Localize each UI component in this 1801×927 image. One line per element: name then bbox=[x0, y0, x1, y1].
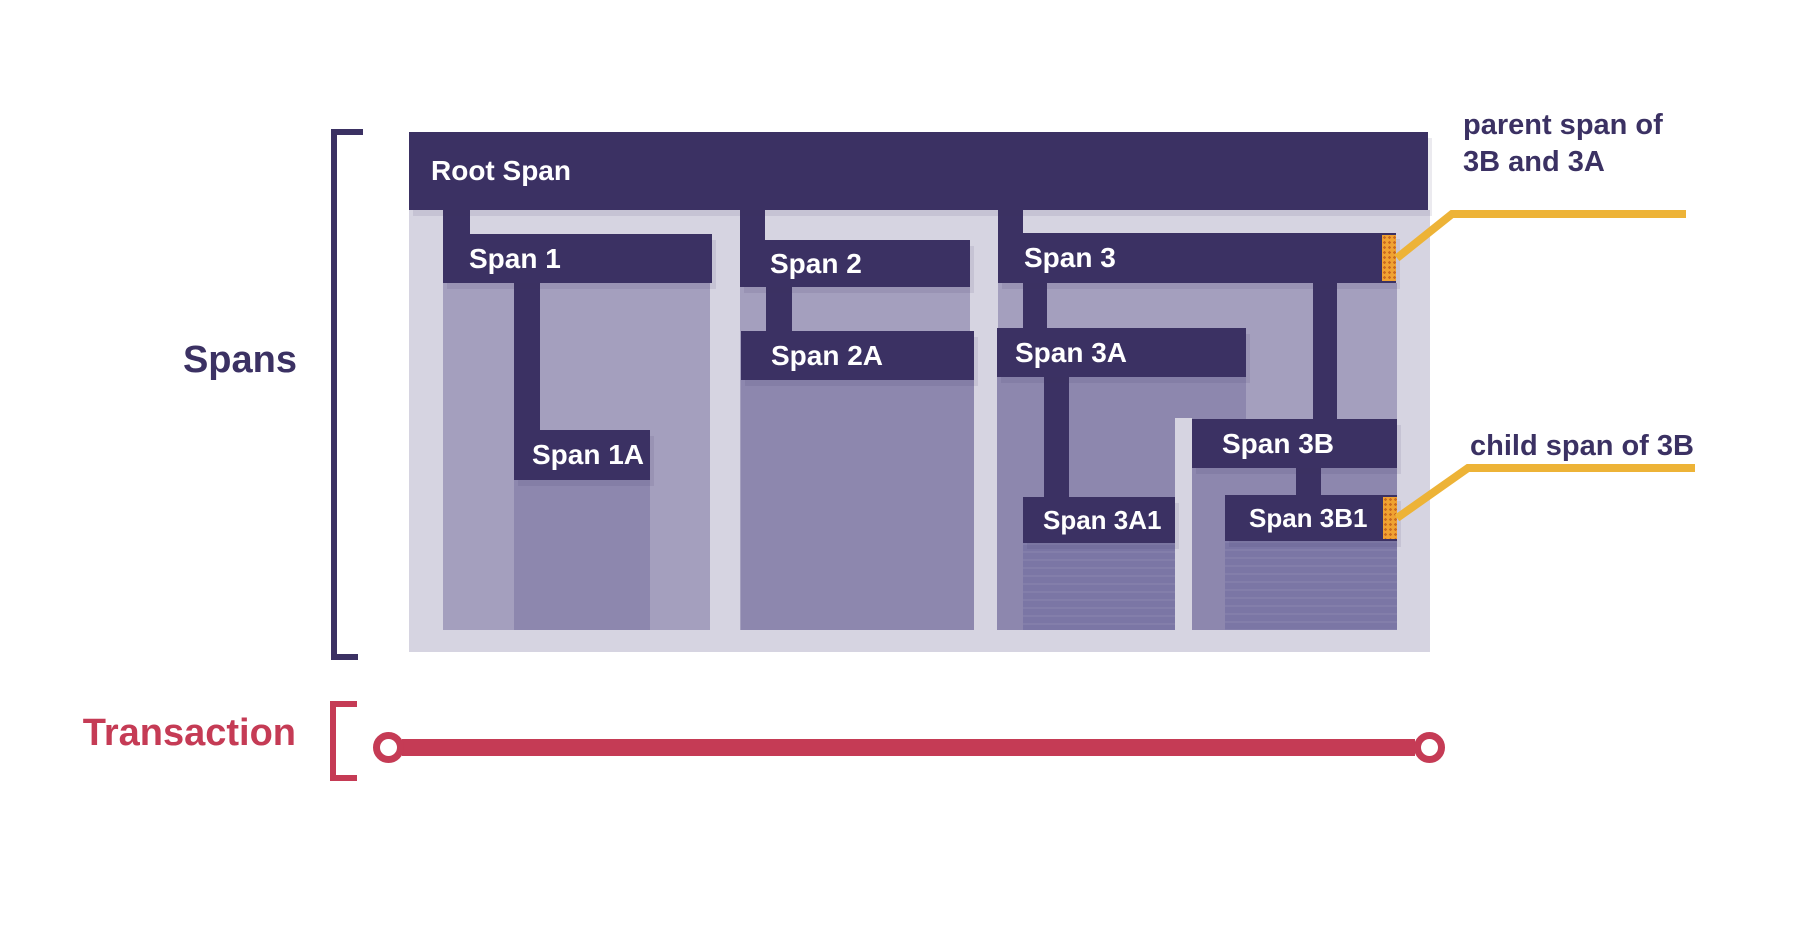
span1a-bar: Span 1A bbox=[514, 430, 650, 480]
transaction-bracket-bottom-tick bbox=[330, 775, 357, 781]
span3a-label: Span 3A bbox=[1015, 336, 1128, 368]
span1-label: Span 1 bbox=[469, 242, 561, 274]
transaction-label: Transaction bbox=[82, 712, 296, 754]
connector-span3-span3a bbox=[1023, 283, 1047, 330]
span2a-bar: Span 2A bbox=[741, 331, 974, 380]
spans-bracket-bottom-tick bbox=[331, 654, 358, 660]
span3b1-label: Span 3B1 bbox=[1249, 502, 1368, 533]
connector-span3b-span3b1 bbox=[1296, 468, 1321, 497]
root-span-label: Root Span bbox=[431, 155, 571, 186]
child-span-callout-line bbox=[1394, 464, 1695, 522]
span3a1-bar: Span 3A1 bbox=[1023, 497, 1175, 543]
span3-bar: Span 3 bbox=[998, 233, 1396, 283]
connector-span3a-span3a1 bbox=[1044, 377, 1069, 499]
root-span-bar: Root Span bbox=[409, 132, 1428, 210]
span1a-label: Span 1A bbox=[532, 439, 645, 470]
spans-bracket-top-tick bbox=[331, 129, 363, 135]
span2-bar: Span 2 bbox=[740, 240, 970, 287]
connector-span3-span3b bbox=[1313, 283, 1337, 421]
transaction-bracket-top-tick bbox=[330, 701, 357, 707]
span3-label: Span 3 bbox=[1024, 242, 1116, 273]
parent-span-callout-line bbox=[1394, 210, 1686, 262]
span3a-bar: Span 3A bbox=[997, 328, 1246, 377]
transaction-start-dot bbox=[373, 732, 404, 763]
span1-bar: Span 1 bbox=[443, 234, 712, 283]
parent-span-note-line1: parent span of bbox=[1463, 109, 1663, 141]
span3b-label: Span 3B bbox=[1222, 427, 1335, 459]
span2a-duration bbox=[741, 380, 974, 630]
parent-span-note-line2: 3B and 3A bbox=[1463, 146, 1605, 178]
connector-span1-span1a bbox=[514, 283, 540, 432]
transaction-end-dot bbox=[1414, 732, 1445, 763]
spans-label: Spans bbox=[182, 339, 297, 381]
span2a-label: Span 2A bbox=[771, 339, 884, 371]
span2-label: Span 2 bbox=[770, 247, 862, 279]
span3a1-label: Span 3A1 bbox=[1043, 504, 1162, 535]
spans-bracket-vertical bbox=[331, 129, 337, 660]
span3b1-bar: Span 3B1 bbox=[1225, 495, 1397, 541]
transaction-timeline-line bbox=[402, 739, 1415, 756]
connector-root-span2 bbox=[740, 210, 765, 242]
parent-span-note: parent span of 3B and 3A bbox=[1463, 107, 1663, 181]
span3b-bar: Span 3B bbox=[1192, 419, 1397, 468]
span3a1-duration bbox=[1023, 543, 1175, 630]
span3b1-duration bbox=[1225, 541, 1397, 630]
connector-root-span3 bbox=[998, 210, 1023, 235]
span3-group-divider bbox=[1175, 418, 1192, 630]
connector-span2-span2a bbox=[766, 287, 792, 333]
span3-parent-marker bbox=[1382, 235, 1396, 281]
connector-root-span1 bbox=[443, 210, 470, 236]
child-span-note: child span of 3B bbox=[1470, 430, 1694, 462]
span3b1-child-marker bbox=[1383, 497, 1397, 539]
span1a-duration bbox=[514, 480, 650, 630]
transaction-bracket-vertical bbox=[330, 701, 336, 781]
